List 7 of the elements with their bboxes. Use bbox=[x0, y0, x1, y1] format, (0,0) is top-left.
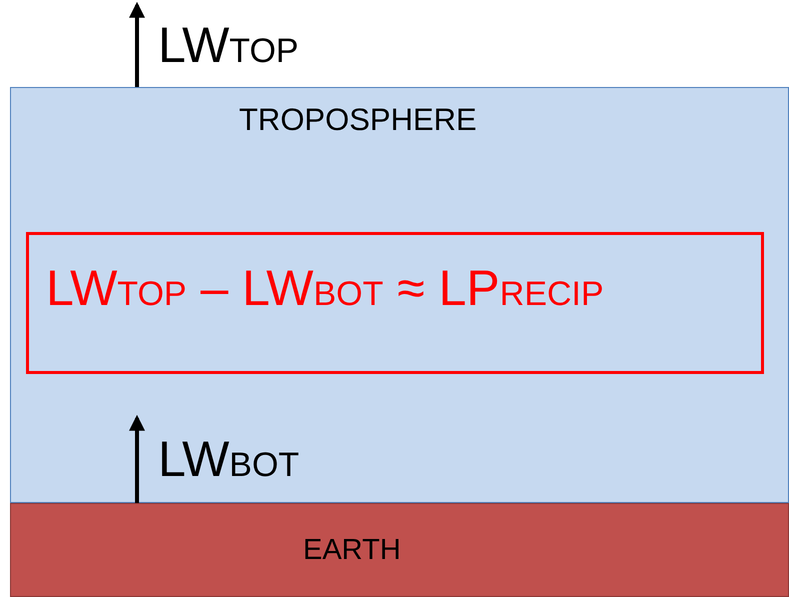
arrow bbox=[129, 414, 145, 503]
earth-layer bbox=[10, 503, 789, 597]
layer-label: EARTH bbox=[303, 536, 401, 565]
arrow bbox=[129, 2, 145, 87]
equation-box bbox=[26, 232, 764, 374]
troposphere-layer bbox=[10, 87, 789, 503]
layer-label: TROPOSPHERE bbox=[239, 104, 477, 135]
